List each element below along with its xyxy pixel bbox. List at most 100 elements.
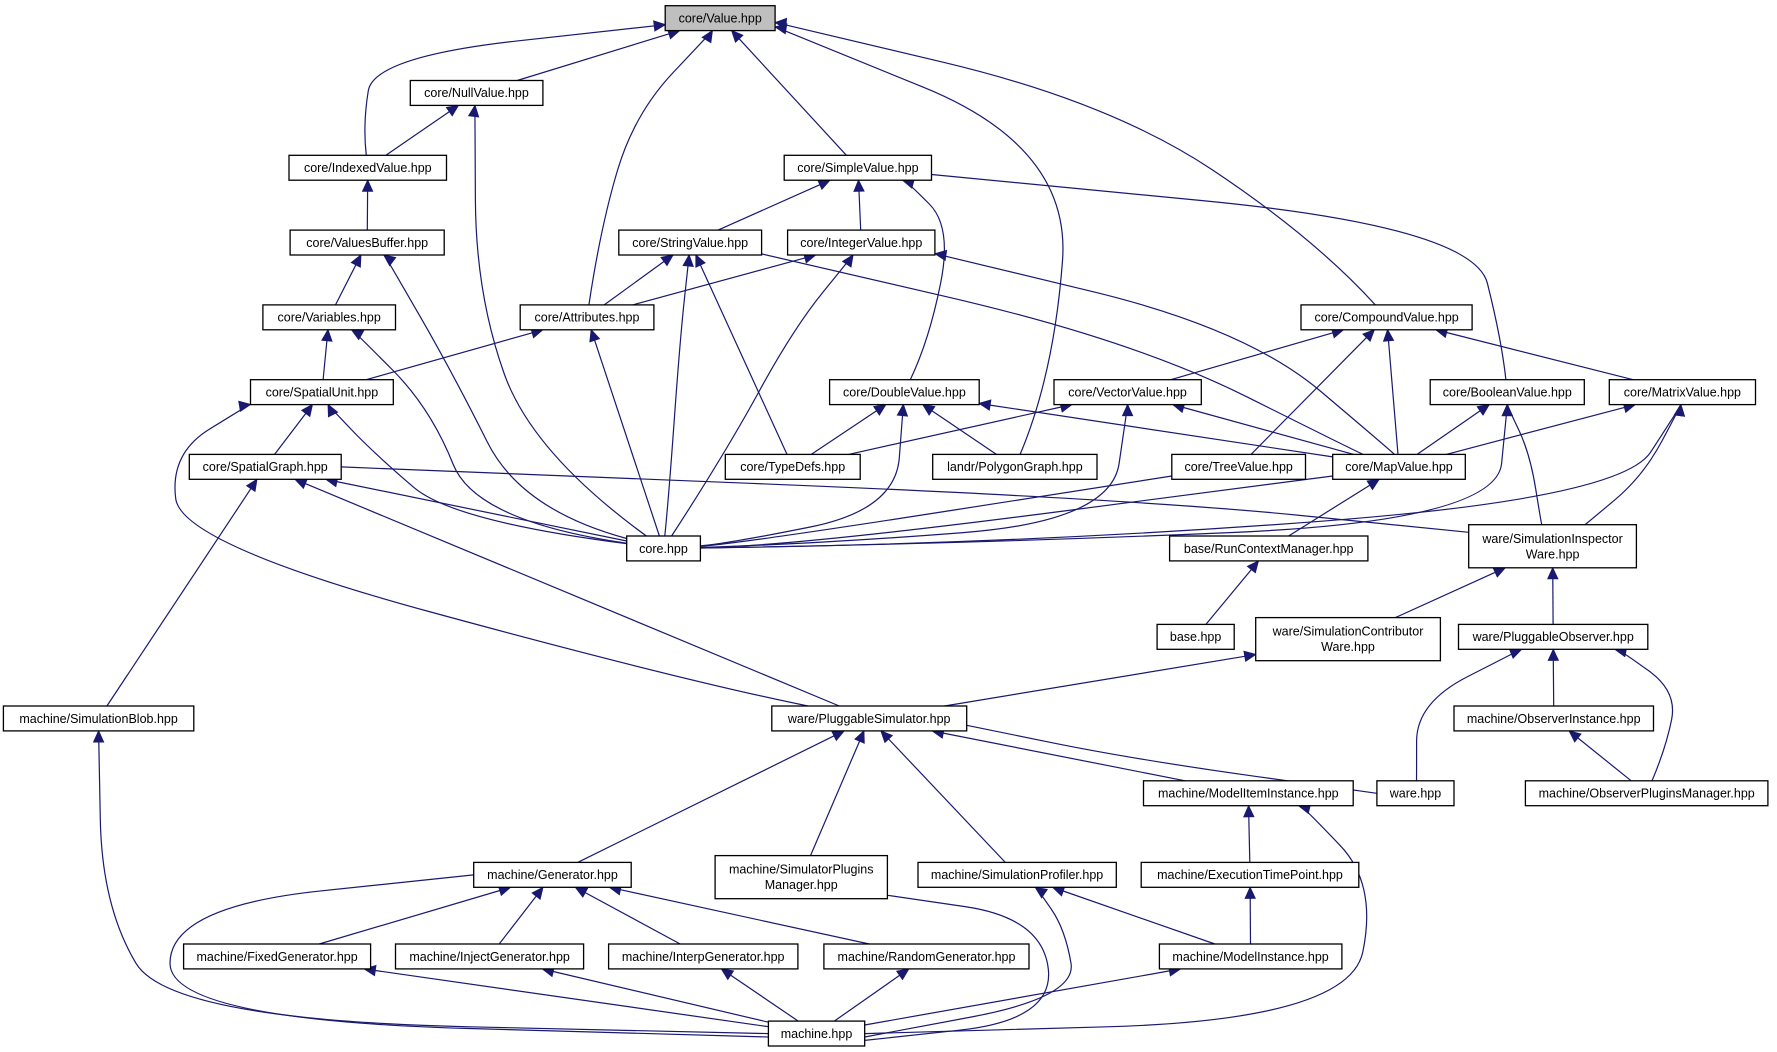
edge-line: [700, 405, 904, 547]
arrowhead: [245, 478, 258, 493]
node-label: machine.hpp: [781, 1027, 853, 1041]
edge-machinehpp-to-modeliteminstance: [864, 802, 1368, 1035]
node-basehpp[interactable]: base.hpp: [1156, 623, 1235, 650]
node-exectime[interactable]: machine/ExecutionTimePoint.hpp: [1140, 861, 1360, 888]
node-treevalue[interactable]: core/TreeValue.hpp: [1171, 453, 1307, 480]
arrowhead: [653, 20, 667, 32]
edge-machinehpp-to-simblob: [92, 729, 769, 1035]
node-box: [288, 154, 448, 181]
edge-line: [588, 30, 713, 305]
arrowhead: [872, 403, 887, 416]
node-corehpp[interactable]: core.hpp: [626, 535, 702, 562]
node-box: [188, 453, 342, 480]
node-box: [519, 304, 655, 331]
node-valuesbuffer[interactable]: core/ValuesBuffer.hpp: [289, 229, 445, 256]
edge-machinehpp-to-randomgen: [833, 968, 910, 1022]
node-box: [409, 79, 544, 107]
node-simple[interactable]: core/SimpleValue.hpp: [783, 154, 933, 181]
edge-typedefs-to-doublevalue: [810, 403, 887, 455]
node-label: core/TreeValue.hpp: [1184, 460, 1292, 474]
node-spatialunit[interactable]: core/SpatialUnit.hpp: [249, 379, 394, 406]
node-label: core/Variables.hpp: [278, 311, 381, 325]
node-box: [917, 861, 1117, 888]
node-simblob[interactable]: machine/SimulationBlob.hpp: [2, 705, 195, 732]
node-box: [182, 943, 372, 970]
node-observerplugins[interactable]: machine/ObserverPluginsManager.hpp: [1524, 780, 1769, 807]
node-spatialgraph[interactable]: core/SpatialGraph.hpp: [188, 453, 342, 480]
node-integervalue[interactable]: core/IntegerValue.hpp: [786, 229, 936, 256]
edge-line: [904, 180, 945, 380]
edge-compound-to-value: [773, 17, 1376, 306]
arrowhead: [978, 399, 992, 411]
node-typedefs[interactable]: core/TypeDefs.hpp: [724, 453, 861, 480]
edge-corehpp-to-vectorvalue: [700, 403, 1134, 548]
arrowhead: [327, 403, 339, 418]
node-machinehpp[interactable]: machine.hpp: [767, 1020, 866, 1047]
node-box: [714, 854, 889, 900]
node-randomgen[interactable]: machine/RandomGenerator.hpp: [823, 943, 1030, 970]
node-nullvalue[interactable]: core/NullValue.hpp: [409, 79, 544, 107]
node-label: ware/SimulationInspector: [1481, 532, 1622, 546]
node-booleanvalue[interactable]: core/BooleanValue.hpp: [1429, 379, 1585, 406]
arrowhead: [300, 403, 314, 418]
edge-exectime-to-modeliteminstance: [1243, 804, 1255, 863]
edge-pluggablesim-to-spatialunit: [174, 400, 809, 707]
node-variables[interactable]: core/Variables.hpp: [262, 304, 397, 331]
arrowhead: [531, 886, 544, 900]
node-pluggablesim[interactable]: ware/PluggableSimulator.hpp: [771, 705, 968, 732]
edge-line: [365, 332, 533, 381]
edge-mapvalue-to-matrixvalue: [1446, 401, 1637, 455]
node-fixedgen[interactable]: machine/FixedGenerator.hpp: [182, 943, 372, 970]
edge-line: [98, 731, 769, 1035]
edge-vectorvalue-to-compound: [1170, 327, 1345, 381]
node-warehpp[interactable]: ware.hpp: [1376, 780, 1455, 807]
node-modeliteminstance[interactable]: machine/ModelItemInstance.hpp: [1142, 780, 1354, 807]
node-vectorvalue[interactable]: core/VectorValue.hpp: [1053, 379, 1202, 406]
node-label: machine/InjectGenerator.hpp: [409, 950, 570, 964]
node-simprofiler[interactable]: machine/SimulationProfiler.hpp: [917, 861, 1117, 888]
node-modelinstance[interactable]: machine/ModelInstance.hpp: [1158, 943, 1343, 970]
edge-corehpp-to-nullvalue: [467, 104, 647, 537]
node-stringvalue[interactable]: core/StringValue.hpp: [618, 229, 763, 256]
node-observerinstance[interactable]: machine/ObserverInstance.hpp: [1453, 705, 1655, 732]
node-matrixvalue[interactable]: core/MatrixValue.hpp: [1608, 379, 1757, 406]
edge-corehpp-to-spatialgraph: [324, 476, 627, 542]
node-compound[interactable]: core/CompoundValue.hpp: [1300, 304, 1473, 331]
arrowhead: [1243, 804, 1255, 818]
node-box: [607, 943, 799, 970]
node-label: ware/SimulationContributor: [1272, 625, 1424, 639]
edge-line: [594, 340, 660, 537]
node-box: [1608, 379, 1757, 406]
node-interpgen[interactable]: machine/InterpGenerator.hpp: [607, 943, 799, 970]
node-injectgen[interactable]: machine/InjectGenerator.hpp: [394, 943, 585, 970]
arrowhead: [1508, 648, 1523, 660]
arrowhead: [1034, 886, 1049, 899]
edge-pluggablesim-to-spatialgraph: [293, 478, 840, 707]
node-attributes[interactable]: core/Attributes.hpp: [519, 304, 655, 331]
node-indexed[interactable]: core/IndexedValue.hpp: [288, 154, 448, 181]
arrowhead: [574, 886, 589, 898]
arrowhead: [854, 729, 865, 744]
node-pluggableobserver[interactable]: ware/PluggableObserver.hpp: [1457, 623, 1649, 650]
node-mapvalue[interactable]: core/MapValue.hpp: [1332, 453, 1466, 480]
node-polygongraph[interactable]: landr/PolygonGraph.hpp: [932, 453, 1098, 480]
edge-simprofiler-to-pluggablesim: [880, 730, 1006, 863]
edge-polygongraph-to-doublevalue: [921, 403, 997, 455]
node-runcontext[interactable]: base/RunContextManager.hpp: [1168, 535, 1369, 562]
arrowhead: [350, 329, 365, 341]
node-box: [1468, 524, 1638, 569]
edge-indexed-to-nullvalue: [385, 104, 460, 156]
arrowhead: [831, 730, 846, 742]
edge-spatialunit-to-attributes: [365, 327, 544, 381]
node-value[interactable]: core/Value.hpp: [664, 5, 776, 32]
node-generator[interactable]: machine/Generator.hpp: [473, 861, 632, 888]
edge-line: [352, 329, 627, 544]
node-box: [1376, 780, 1455, 807]
node-label: machine/ObserverInstance.hpp: [1467, 712, 1641, 726]
edge-line: [603, 260, 665, 306]
node-doublevalue[interactable]: core/DoubleValue.hpp: [828, 379, 980, 406]
arrowhead: [445, 104, 460, 117]
